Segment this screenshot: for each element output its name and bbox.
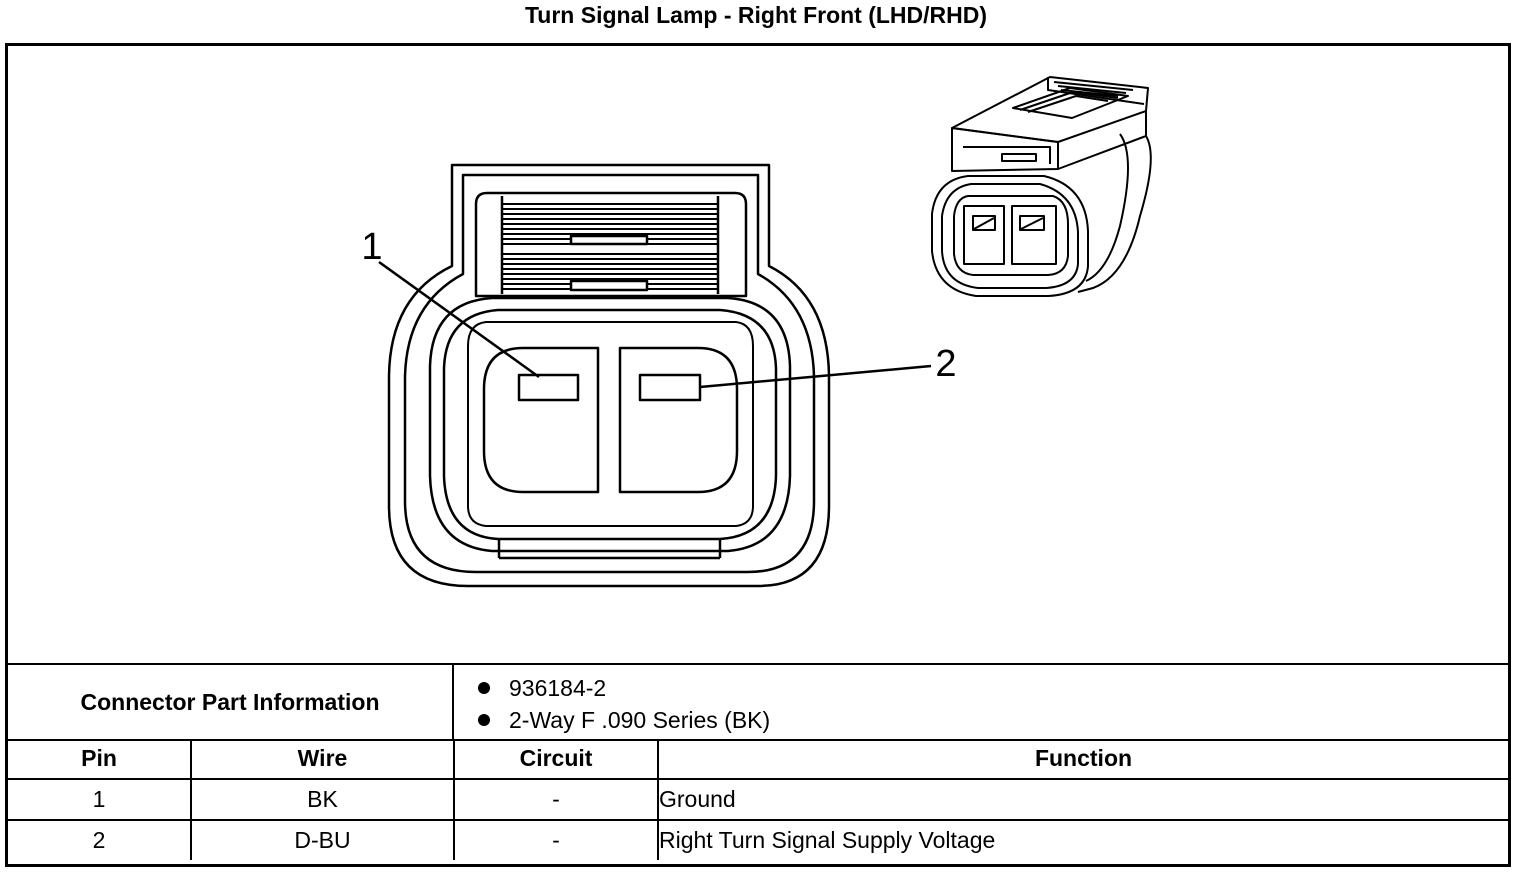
part-info-item: 936184-2 bbox=[454, 672, 1504, 704]
part-number: 936184-2 bbox=[509, 675, 607, 701]
latch-tab-upper bbox=[569, 234, 649, 246]
connector-face-diagram: 1 2 bbox=[361, 76, 1152, 588]
table-row: 1 BK - Ground bbox=[8, 778, 1508, 821]
housing-inner-outline bbox=[403, 173, 816, 574]
cell-wire: BK bbox=[190, 778, 455, 821]
cell-function: Ground bbox=[657, 778, 1508, 821]
latch-ribs bbox=[502, 203, 718, 290]
callout-leader-2 bbox=[699, 364, 932, 389]
connector-face-view bbox=[378, 163, 932, 588]
page-title: Turn Signal Lamp - Right Front (LHD/RHD) bbox=[524, 2, 988, 28]
cavity-wall bbox=[467, 321, 754, 527]
connector-sheet: 1 2 bbox=[5, 43, 1511, 867]
part-info-item: 2-Way F .090 Series (BK) bbox=[454, 704, 1504, 736]
cell-circuit: - bbox=[453, 819, 659, 860]
terminal-2 bbox=[638, 373, 702, 402]
bullet-icon bbox=[478, 714, 490, 726]
table-header-row: Pin Wire Circuit Function bbox=[8, 739, 1508, 780]
connector-drawing: 1 2 bbox=[8, 46, 1508, 665]
header-function: Function bbox=[657, 739, 1508, 780]
iso-terminal-2 bbox=[1019, 215, 1045, 231]
housing-outline bbox=[387, 163, 831, 588]
part-description: 2-Way F .090 Series (BK) bbox=[509, 707, 771, 733]
connector-iso-view bbox=[931, 76, 1152, 297]
connector-part-info-label: Connector Part Information bbox=[8, 665, 454, 739]
header-circuit: Circuit bbox=[453, 739, 659, 780]
connector-part-info-list: 936184-2 2-Way F .090 Series (BK) bbox=[454, 665, 1504, 739]
header-wire: Wire bbox=[190, 739, 455, 780]
iso-terminal-1 bbox=[972, 215, 996, 231]
latch-frame bbox=[474, 191, 748, 298]
header-pin: Pin bbox=[8, 739, 192, 780]
cell-circuit: - bbox=[453, 778, 659, 821]
bullet-icon bbox=[478, 682, 490, 694]
pinout-table: Pin Wire Circuit Function 1 BK - Ground … bbox=[8, 739, 1508, 860]
iso-front-face bbox=[931, 175, 1089, 297]
terminal-cavity-1 bbox=[482, 346, 600, 494]
callout-label-pin2: 2 bbox=[935, 343, 956, 385]
terminal-1 bbox=[517, 373, 580, 402]
cell-pin: 2 bbox=[8, 819, 192, 860]
cavity-shroud bbox=[428, 296, 792, 553]
callout-leader-1 bbox=[378, 260, 540, 379]
terminal-cavity-2 bbox=[618, 346, 739, 494]
cell-function: Right Turn Signal Supply Voltage bbox=[657, 819, 1508, 860]
connector-part-info: Connector Part Information 936184-2 2-Wa… bbox=[8, 665, 1508, 741]
cell-pin: 1 bbox=[8, 778, 192, 821]
cell-wire: D-BU bbox=[190, 819, 455, 860]
callout-label-pin1: 1 bbox=[361, 226, 382, 268]
table-row: 2 D-BU - Right Turn Signal Supply Voltag… bbox=[8, 819, 1508, 860]
latch-tab-lower bbox=[569, 279, 649, 292]
